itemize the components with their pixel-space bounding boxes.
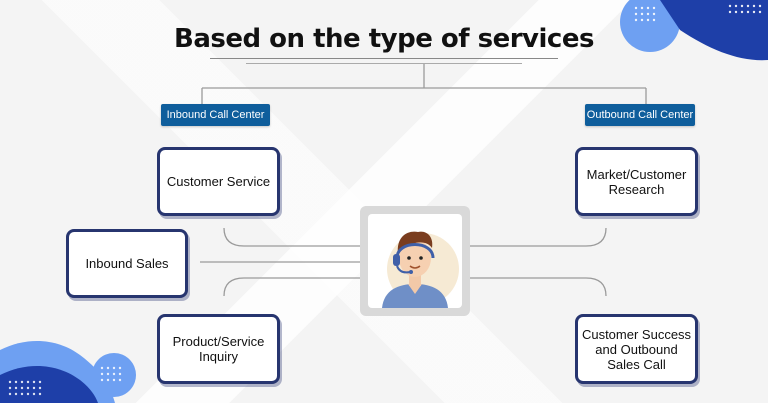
decor-top-right xyxy=(620,0,768,61)
box-market-customer-research: Market/Customer Research xyxy=(575,147,698,216)
box-label: Customer Success and Outbound Sales Call xyxy=(581,326,692,372)
box-label: Customer Service xyxy=(166,174,271,189)
box-product-service-inquiry: Product/Service Inquiry xyxy=(157,314,280,384)
tag-inbound-call-center: Inbound Call Center xyxy=(161,104,270,126)
decor-bottom-left xyxy=(0,340,136,403)
box-customer-service: Customer Service xyxy=(157,147,280,216)
title-divider xyxy=(210,58,558,59)
box-label: Product/Service Inquiry xyxy=(172,334,265,364)
call-center-agent-icon xyxy=(382,231,459,308)
box-customer-success-outbound-sales: Customer Success and Outbound Sales Call xyxy=(575,314,698,384)
title-divider-secondary xyxy=(246,63,522,64)
box-inbound-sales: Inbound Sales xyxy=(66,229,188,298)
box-label: Market/Customer Research xyxy=(586,166,687,197)
agent-illustration xyxy=(368,214,462,308)
page-title: Based on the type of services xyxy=(174,24,594,54)
center-agent-card xyxy=(360,206,470,316)
box-label: Inbound Sales xyxy=(85,256,169,271)
tag-outbound-call-center: Outbound Call Center xyxy=(585,104,695,126)
